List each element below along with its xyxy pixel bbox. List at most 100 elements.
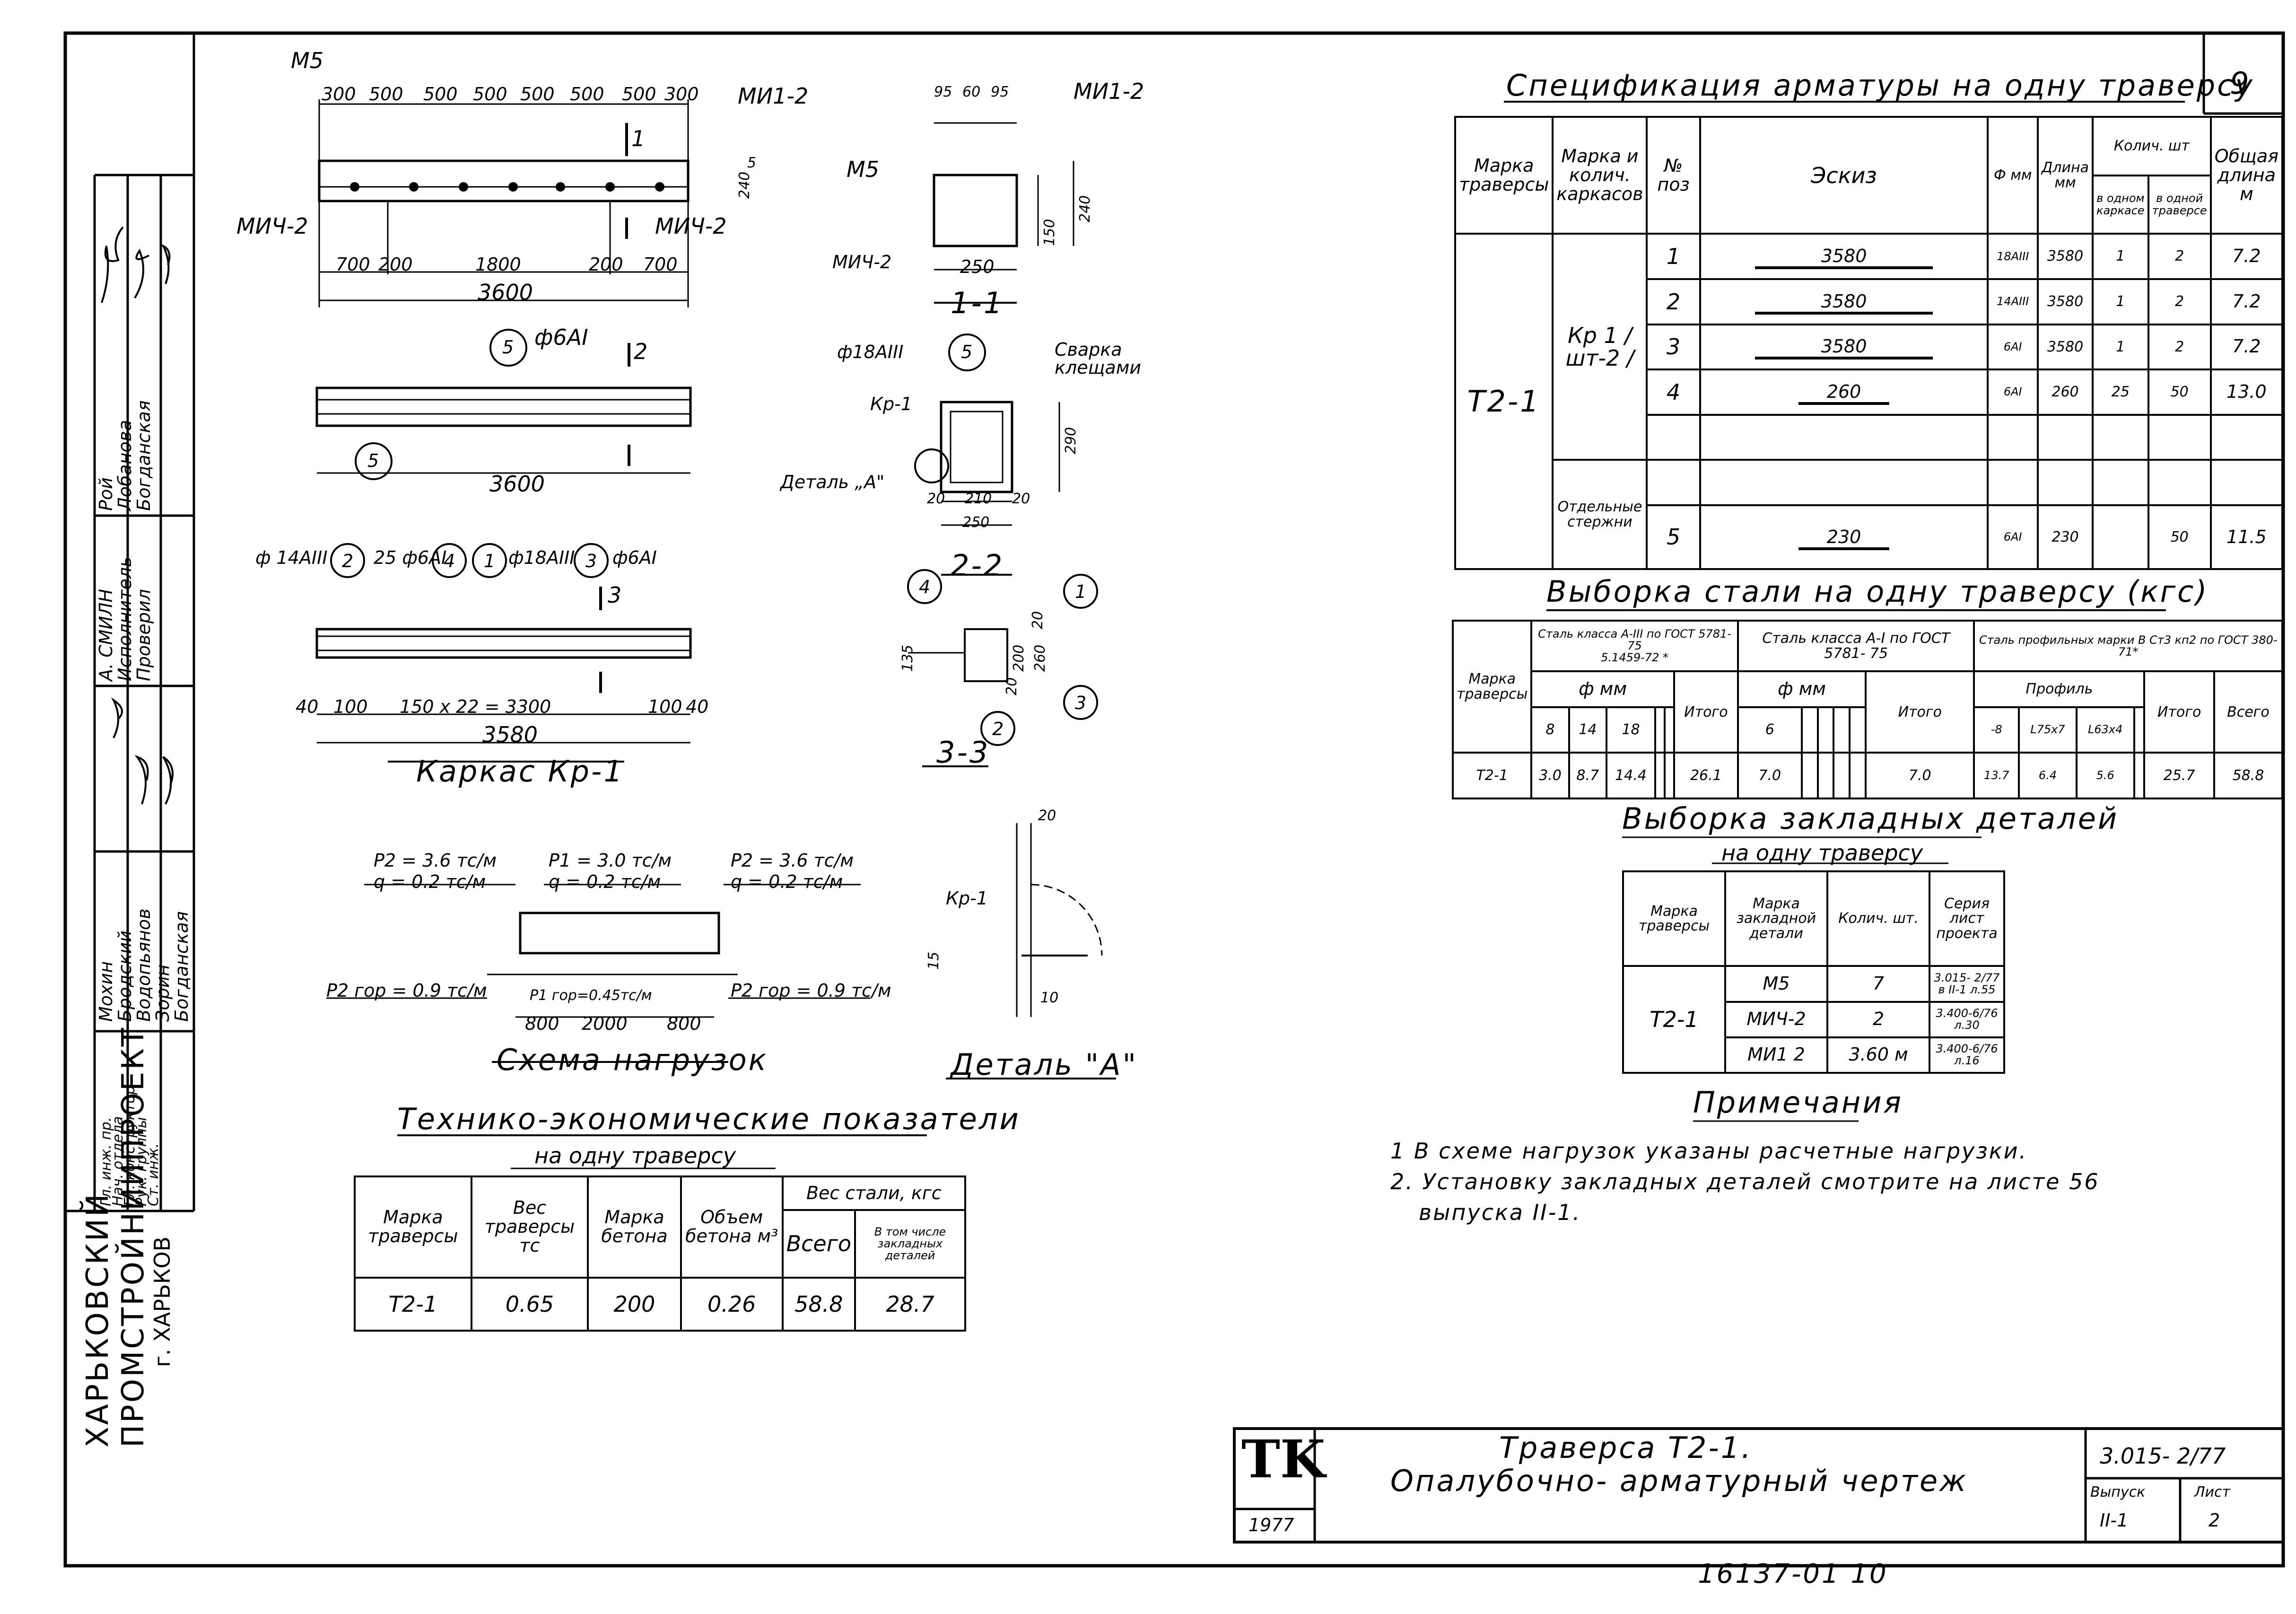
load-p2-right: P2 = 3.6 тс/м xyxy=(731,850,854,871)
steel-h-a3b: 5.1459-72 * xyxy=(1601,651,1668,665)
dim: 135 xyxy=(899,644,916,672)
mich-right-label: МИЧ-2 xyxy=(655,213,727,239)
embed-part: М5 xyxy=(1724,965,1828,1003)
dim: 150 x 22 = 3300 xyxy=(400,696,551,717)
dim: 300 xyxy=(664,84,699,105)
spec-n2: 2 xyxy=(2147,278,2212,325)
callout-phi14: ф 14АIII xyxy=(255,547,328,568)
dim: 200 xyxy=(378,254,413,275)
steel-cell: 14.4 xyxy=(1605,752,1657,799)
spec-h-per-frame: в одном каркасе xyxy=(2092,174,2149,235)
length-3600: 3600 xyxy=(478,280,533,305)
year: 1977 xyxy=(1248,1515,1294,1535)
callout-phi6: ф6АI xyxy=(612,547,657,568)
tep-h-concrete: Марка бетона xyxy=(587,1175,682,1279)
spec-frame: Кр 1 / шт-2 / xyxy=(1552,233,1648,461)
spec-empty-cell xyxy=(2209,459,2284,506)
spec-empty-cell xyxy=(2092,459,2149,506)
dim: 290 xyxy=(1063,427,1079,454)
tep-table: Марка траверсы Вес траверсы тс Марка бет… xyxy=(354,1175,967,1332)
tep-h-steel: Вес стали, кгс xyxy=(781,1175,967,1211)
dim: 1800 xyxy=(475,254,521,275)
steel-empty-cell xyxy=(1663,706,1675,754)
mi1-label: МИ1-2 xyxy=(738,83,809,109)
dim: 500 xyxy=(473,84,507,105)
spec-sketch-bar: 3580 xyxy=(1755,336,1933,360)
load-p2-left: P2 = 3.6 тс/м xyxy=(374,850,497,871)
steel-cell: 5.6 xyxy=(2075,752,2135,799)
spec-sketch: 260 xyxy=(1699,368,1989,416)
dim: 20 xyxy=(1012,491,1030,507)
tep-cell: 0.26 xyxy=(680,1276,784,1332)
marker-5b: 5 xyxy=(367,450,379,471)
spec-h-pos: № поз xyxy=(1646,115,1701,235)
title-line1: Траверса Т2-1. xyxy=(1499,1430,1753,1465)
spec-separate: Отдельные стержни xyxy=(1552,459,1648,570)
m5-label-sec: М5 xyxy=(847,157,879,182)
steel-empty-cell xyxy=(2133,706,2146,754)
dim: 100 xyxy=(648,696,682,717)
steel-size: L63x4 xyxy=(2075,706,2135,754)
spec-h-d: Ф мм xyxy=(1987,115,2039,235)
dim: 210 xyxy=(965,491,992,507)
marker-5: 5 xyxy=(502,337,514,358)
embed-ref: 3.400-6/76 л.16 xyxy=(1929,1036,2005,1074)
sheet-value: 2 xyxy=(2209,1510,2220,1531)
spec-len: 260 xyxy=(2036,368,2094,416)
dim: 700 xyxy=(336,254,370,275)
spec-empty-cell xyxy=(2147,459,2212,506)
embed-subtitle: на одну траверсу xyxy=(1721,840,1923,866)
spec-h-frames: Марка и колич. каркасов xyxy=(1552,115,1648,235)
steel-h-mark: Марка траверсы xyxy=(1451,619,1533,754)
steel-cell: 7.0 xyxy=(1737,752,1803,799)
spec-len: 3580 xyxy=(2036,278,2094,325)
steel-size: 18 xyxy=(1605,706,1657,754)
steel-cell: 3.0 xyxy=(1530,752,1570,799)
steel-h-phi-a3: ф мм xyxy=(1530,670,1675,708)
spec-pos: 2 xyxy=(1646,278,1701,325)
spec-sketch: 3580 xyxy=(1699,323,1989,371)
embed-qty: 3.60 м xyxy=(1826,1036,1930,1074)
dim: 500 xyxy=(570,84,604,105)
steel-h-total-prof: Итого xyxy=(2143,670,2215,754)
steel-h-total-a1: Итого xyxy=(1865,670,1975,754)
dim: 20 xyxy=(927,491,945,507)
steel-empty-cell xyxy=(1654,752,1666,799)
spec-sketch-bar: 3580 xyxy=(1755,290,1933,315)
archive-number: 16137-01 10 xyxy=(1698,1559,1888,1589)
steel-empty-cell xyxy=(1654,706,1666,754)
spec-total: 7.2 xyxy=(2209,278,2284,325)
dim: 20 xyxy=(1038,807,1056,824)
release-label: Выпуск xyxy=(2090,1484,2146,1500)
spec-sketch-bar: 3580 xyxy=(1755,246,1933,270)
tep-cell: 28.7 xyxy=(854,1276,966,1332)
spec-n1: 1 xyxy=(2092,233,2149,280)
tep-cell: Т2-1 xyxy=(354,1276,472,1332)
embed-qty: 2 xyxy=(1826,1000,1930,1038)
steel-size: 8 xyxy=(1530,706,1570,754)
dim: 10 xyxy=(1040,990,1059,1006)
spec-n1: 1 xyxy=(2092,278,2149,325)
spec-empty-cell xyxy=(2209,413,2284,461)
load-q-mid: q = 0.2 тс/м xyxy=(549,871,661,892)
spec-d: 6АI xyxy=(1987,323,2039,371)
marker-3: 3 xyxy=(585,551,597,571)
steel-row-mark: Т2-1 xyxy=(1451,752,1533,799)
steel-cell: 6.4 xyxy=(2018,752,2078,799)
spec-n2: 2 xyxy=(2147,233,2212,280)
tep-title: Технико-экономические показатели xyxy=(397,1102,1021,1136)
spec-pos: 4 xyxy=(1646,368,1701,416)
embed-mark: Т2-1 xyxy=(1622,965,1726,1074)
dim: 40 xyxy=(296,696,319,717)
length-3600b: 3600 xyxy=(489,471,545,497)
callout-phi6-25: 25 ф6АI xyxy=(374,547,447,568)
load-p2gor-right: P2 гор = 0.9 тс/м xyxy=(731,980,891,1001)
marker-2: 2 xyxy=(342,551,354,571)
section-1-mark: 1 xyxy=(631,126,646,151)
frame-title: Каркас Кр-1 xyxy=(416,754,624,789)
steel-h-all: Всего xyxy=(2213,670,2284,754)
sheet-label: Лист xyxy=(2194,1484,2231,1500)
steel-size: 6 xyxy=(1737,706,1803,754)
